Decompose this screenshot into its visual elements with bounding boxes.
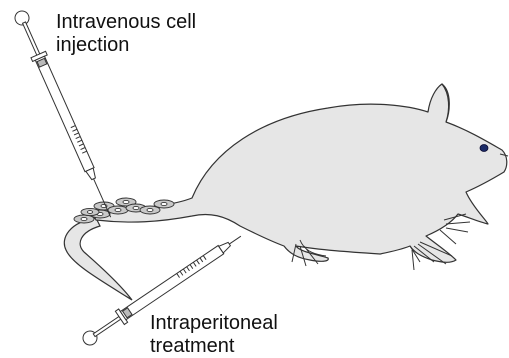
intraperitoneal-label: Intraperitoneal treatment	[150, 312, 278, 358]
mouse-icon	[64, 84, 508, 300]
cell-icon	[81, 208, 99, 215]
intravenous-label-line1: Intravenous cell	[56, 11, 196, 34]
intravenous-label: Intravenous cell injection	[56, 11, 196, 57]
cell-icon	[108, 206, 128, 214]
mouse-tail	[64, 218, 132, 300]
intraperitoneal-label-line1: Intraperitoneal	[150, 312, 278, 335]
mouse-eye	[480, 145, 488, 152]
intravenous-label-line2: injection	[56, 34, 196, 57]
cell-icon	[154, 200, 174, 208]
intraperitoneal-label-line2: treatment	[150, 335, 278, 358]
